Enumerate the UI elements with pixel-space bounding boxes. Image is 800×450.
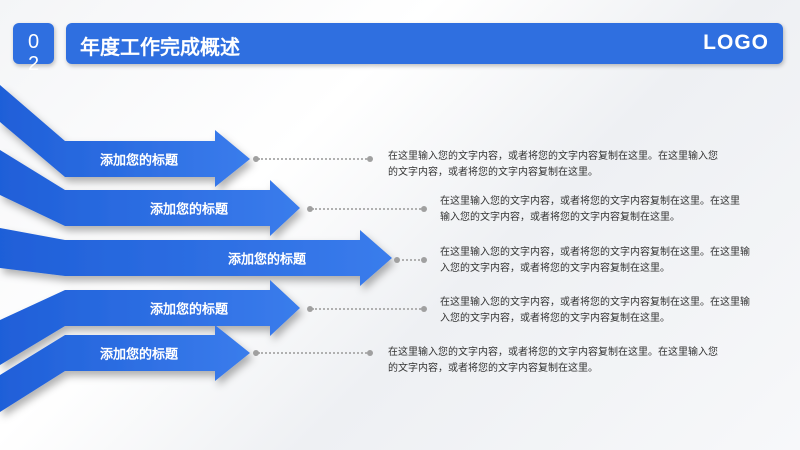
connector-line — [312, 308, 424, 310]
connector-dot — [307, 206, 313, 212]
arrow-label: 添加您的标题 — [100, 347, 179, 363]
arrow-label: 添加您的标题 — [150, 302, 229, 318]
section-number: 02 — [13, 23, 54, 75]
connector-line — [312, 208, 424, 210]
connector-line — [258, 352, 370, 354]
description-text: 在这里输入您的文字内容，或者将您的文字内容复制在这里。在这里输入您的文字内容，或… — [440, 196, 740, 223]
logo: LOGO — [703, 31, 769, 54]
connector-dot — [253, 156, 259, 162]
description-text: 在这里输入您的文字内容，或者将您的文字内容复制在这里。在这里输入您的文字内容，或… — [440, 247, 750, 274]
connector-dot — [421, 306, 427, 312]
connector-line — [258, 158, 370, 160]
connector-dot — [367, 156, 373, 162]
arrow-5 — [0, 325, 250, 412]
arrow-1 — [0, 85, 250, 187]
connector-dot — [307, 306, 313, 312]
arrow-label: 添加您的标题 — [228, 252, 307, 268]
arrow-4 — [0, 280, 300, 365]
connector-dot — [367, 350, 373, 356]
arrow-label: 添加您的标题 — [100, 153, 179, 169]
description-text: 在这里输入您的文字内容，或者将您的文字内容复制在这里。在这里输入您的文字内容，或… — [388, 347, 718, 374]
arrow-3 — [0, 228, 392, 286]
description-text: 在这里输入您的文字内容，或者将您的文字内容复制在这里。在这里输入您的文字内容，或… — [388, 151, 718, 178]
page-title: 年度工作完成概述 — [80, 35, 240, 59]
title-bar: 年度工作完成概述 LOGO — [66, 23, 783, 64]
connector-dot — [394, 257, 400, 263]
arrow-2 — [0, 150, 300, 236]
connector-dot — [421, 257, 427, 263]
connector-line — [397, 259, 424, 261]
description-text: 在这里输入您的文字内容，或者将您的文字内容复制在这里。在这里输入您的文字内容，或… — [440, 297, 750, 324]
arrow-label: 添加您的标题 — [150, 202, 229, 218]
connector-dot — [253, 350, 259, 356]
connector-dot — [421, 206, 427, 212]
